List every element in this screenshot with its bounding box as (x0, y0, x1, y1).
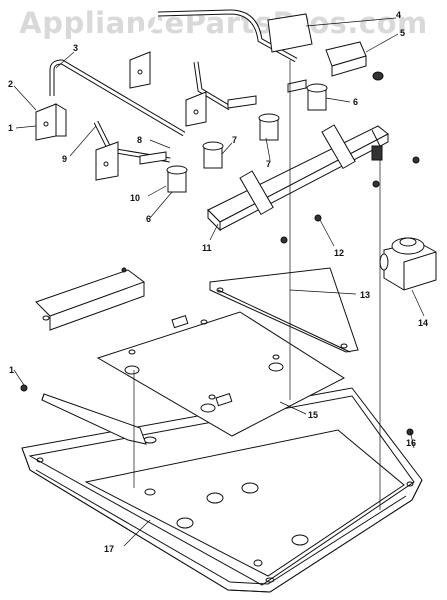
callout-11: 11 (202, 243, 212, 253)
callout-10: 10 (130, 193, 140, 203)
burner-brackets (35, 51, 207, 181)
callout-4: 4 (396, 10, 401, 20)
spark-module (267, 13, 384, 81)
callout-17: 17 (104, 544, 114, 554)
burner-support-plate (96, 311, 346, 437)
callout-8: 8 (137, 135, 142, 145)
callout-labels: 1 1 2 3 4 5 6 6 7 7 8 9 10 11 12 13 14 1… (8, 10, 428, 554)
left-heat-shield (35, 267, 146, 331)
assembly-lines (133, 60, 381, 510)
callout-6-left: 6 (146, 214, 151, 224)
callout-5: 5 (400, 28, 405, 38)
callout-13: 13 (360, 290, 370, 300)
burner-valves (139, 79, 328, 193)
right-heat-shield (209, 267, 359, 353)
callout-12: 12 (334, 248, 344, 258)
front-trim-strip (41, 393, 147, 445)
callout-1-lower: 1 (9, 365, 14, 375)
pressure-regulator (379, 237, 437, 291)
leader-lines (13, 17, 425, 547)
gas-manifold (207, 124, 389, 232)
callout-3: 3 (73, 43, 78, 53)
callout-1-upper: 1 (8, 123, 13, 133)
callout-9: 9 (62, 154, 67, 164)
callout-14: 14 (418, 318, 428, 328)
callout-6-right: 6 (353, 97, 358, 107)
callout-2: 2 (8, 79, 13, 89)
callout-16: 16 (406, 438, 416, 448)
burner-tubes (48, 9, 298, 163)
callout-7-right: 7 (266, 159, 271, 169)
callout-15: 15 (308, 410, 318, 420)
callout-7-left: 7 (232, 135, 237, 145)
screws (20, 156, 420, 436)
